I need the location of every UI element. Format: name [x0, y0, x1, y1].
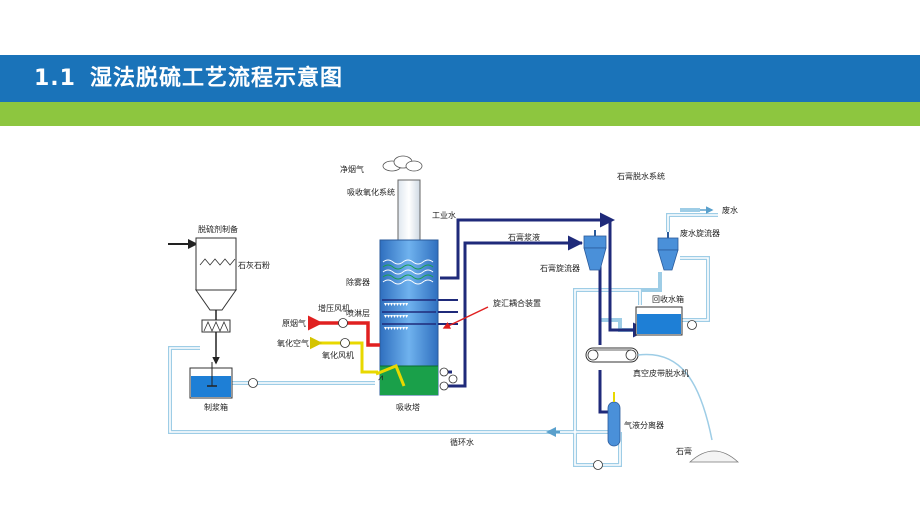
waste-water-cyclone: [657, 232, 679, 271]
label-circulating-water: 循环水: [450, 437, 474, 447]
label-gas-liquid-separator: 气液分离器: [624, 420, 664, 430]
label-gypsum: 石膏: [676, 446, 692, 456]
svg-text:⩘: ⩘: [378, 373, 383, 383]
label-gypsum-slurry: 石膏浆液: [508, 232, 540, 242]
gypsum-cyclone: [583, 230, 607, 271]
slide-number: 1.1: [34, 66, 76, 91]
label-swirl-coupling-device: 旋汇耦合装置: [493, 298, 541, 308]
circulation-pump-icons: [439, 367, 458, 391]
label-absorbent-preparation: 脱硫剂制备: [198, 224, 238, 234]
label-recycle-water-tank: 回收水箱: [652, 294, 684, 304]
title-accent-bar: [0, 102, 920, 126]
oxidation-fan-icon: [340, 338, 350, 348]
label-spray-layer: 喷淋层: [346, 308, 370, 318]
stack: [397, 179, 421, 241]
clean-gas-cloud-icon: [382, 155, 423, 172]
svg-text:▾▾▾▾▾▾▾▾: ▾▾▾▾▾▾▾▾: [384, 325, 408, 332]
limestone-silo: [195, 237, 237, 291]
slurry-pump-icon: [248, 378, 258, 388]
label-demister: 除雾器: [346, 277, 370, 287]
spray-layers: [382, 299, 436, 325]
svg-text:▾▾▾▾▾▾▾▾: ▾▾▾▾▾▾▾▾: [384, 313, 408, 320]
label-waste-water: 废水: [722, 205, 738, 215]
title-bar: [0, 55, 920, 102]
label-vacuum-belt-filter: 真空皮带脱水机: [633, 368, 689, 378]
oxidation-air-line: [310, 341, 378, 374]
gypsum-pile: [688, 450, 740, 463]
vacuum-belt-filter: [585, 347, 639, 363]
svg-text:▾▾▾▾▾▾▾▾: ▾▾▾▾▾▾▾▾: [384, 301, 408, 308]
label-raw-flue-gas: 原烟气: [282, 318, 306, 328]
label-absorber-tower: 吸收塔: [396, 402, 420, 412]
booster-fan-icon: [338, 318, 348, 328]
label-gypsum-cyclone: 石膏旋流器: [540, 263, 580, 273]
label-absorption-oxidation-system: 吸收氧化系统: [347, 187, 395, 197]
label-process-water: 工业水: [432, 210, 456, 220]
label-clean-flue-gas: 净烟气: [340, 164, 364, 174]
label-slurry-tank: 制浆箱: [204, 402, 228, 412]
label-waste-water-cyclone: 废水旋流器: [680, 228, 720, 238]
label-oxidation-fan: 氧化风机: [322, 350, 354, 360]
label-gypsum-dewatering-system: 石膏脱水系统: [617, 171, 665, 181]
slide-title: 1.1 湿法脱硫工艺流程示意图: [34, 62, 343, 96]
slide-title-text: 湿法脱硫工艺流程示意图: [89, 66, 343, 91]
demister-layers: [382, 259, 434, 285]
label-oxidation-air: 氧化空气: [277, 338, 309, 348]
gas-liquid-separator: [607, 401, 621, 447]
recycle-pump-icon: [687, 320, 697, 330]
label-booster-fan: 增压风机: [318, 303, 350, 313]
absorber-slurry: [380, 366, 438, 395]
filtrate-pump-icon: [593, 460, 603, 470]
label-limestone-powder: 石灰石粉: [238, 260, 270, 270]
